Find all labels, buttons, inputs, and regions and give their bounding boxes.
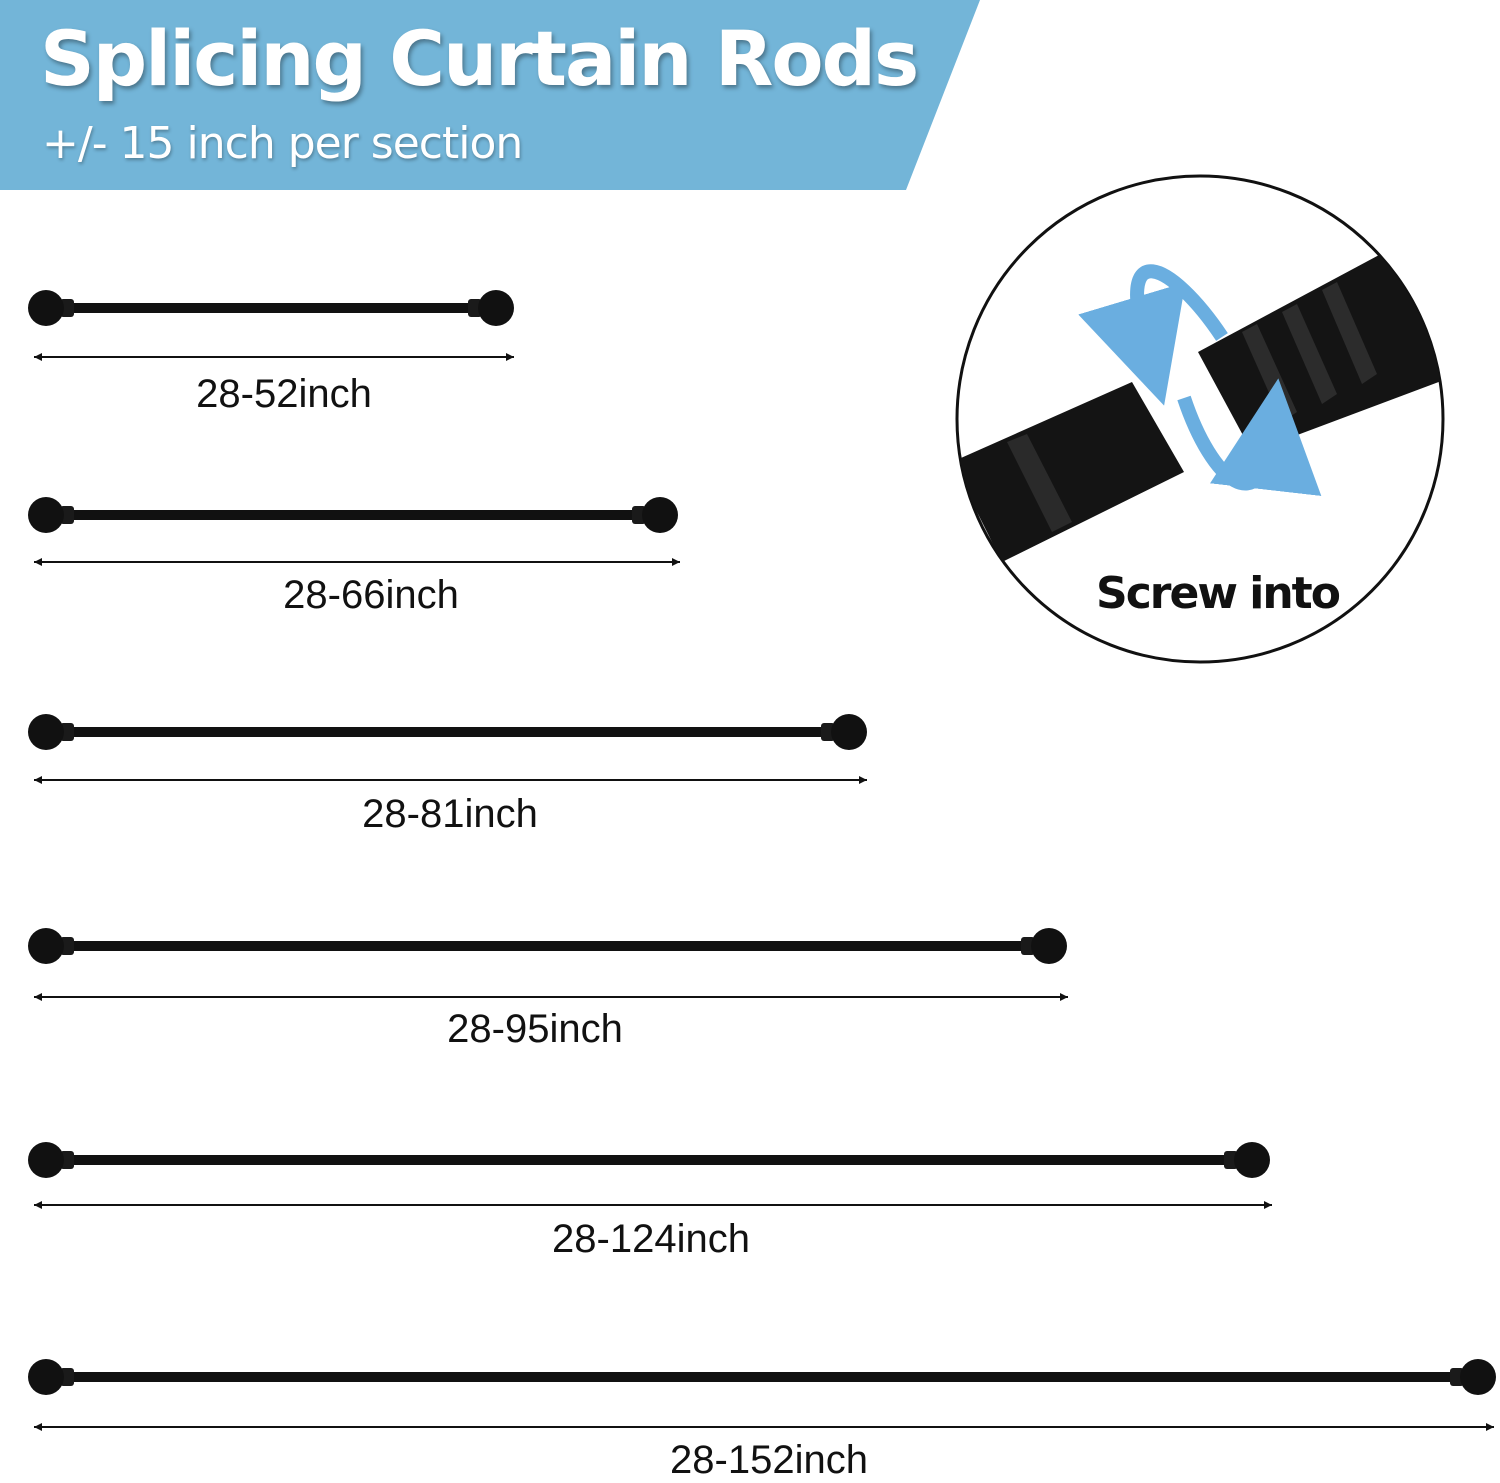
finial-right-5 <box>1234 1142 1270 1178</box>
rod-collar-left-5 <box>60 1151 74 1169</box>
rod-segment-left <box>957 382 1184 562</box>
screw-into-caption: Screw into <box>1096 568 1341 619</box>
rod-label-5: 28-124inch <box>552 1217 750 1261</box>
rod-collar-right-1 <box>468 299 482 317</box>
finial-right-2 <box>642 497 678 533</box>
dimension-arrow-right-5 <box>1264 1201 1272 1209</box>
rod-collar-left-1 <box>60 299 74 317</box>
dimension-arrow-right-2 <box>672 558 680 566</box>
finial-right-6 <box>1460 1359 1496 1395</box>
dimension-arrow-left-4 <box>34 993 42 1001</box>
rod-label-2: 28-66inch <box>283 573 459 617</box>
rod-collar-left-4 <box>60 937 74 955</box>
rod-label-6: 28-152inch <box>670 1438 868 1482</box>
dimension-arrow-right-6 <box>1486 1423 1494 1431</box>
page-title: Splicing Curtain Rods <box>40 14 919 103</box>
finial-right-1 <box>478 290 514 326</box>
rod-label-4: 28-95inch <box>447 1007 623 1051</box>
finial-right-4 <box>1031 928 1067 964</box>
rod-collar-right-2 <box>632 506 646 524</box>
banner-background <box>0 0 980 190</box>
dimension-arrow-right-4 <box>1060 993 1068 1001</box>
header-banner: Splicing Curtain Rods +/- 15 inch per se… <box>0 0 980 190</box>
rod-collar-right-6 <box>1450 1368 1464 1386</box>
finial-left-6 <box>28 1359 64 1395</box>
dimension-arrow-left-1 <box>34 353 42 361</box>
dimension-arrow-right-1 <box>506 353 514 361</box>
finial-left-1 <box>28 290 64 326</box>
rod-collar-right-3 <box>821 723 835 741</box>
dimension-arrow-left-5 <box>34 1201 42 1209</box>
finial-left-5 <box>28 1142 64 1178</box>
dimension-arrow-left-6 <box>34 1423 42 1431</box>
finial-left-2 <box>28 497 64 533</box>
finial-left-4 <box>28 928 64 964</box>
rod-label-3: 28-81inch <box>362 792 538 836</box>
rotation-arrows-icon <box>1078 264 1322 496</box>
rod-collar-right-5 <box>1224 1151 1238 1169</box>
dimension-arrow-left-2 <box>34 558 42 566</box>
finial-right-3 <box>831 714 867 750</box>
screw-detail-circle <box>955 174 1445 664</box>
rod-collar-left-6 <box>60 1368 74 1386</box>
dimension-arrow-right-3 <box>859 776 867 784</box>
rod-collar-left-2 <box>60 506 74 524</box>
rod-collar-left-3 <box>60 723 74 741</box>
page-subtitle: +/- 15 inch per section <box>42 118 523 169</box>
rod-label-1: 28-52inch <box>196 372 372 416</box>
finial-left-3 <box>28 714 64 750</box>
dimension-arrow-left-3 <box>34 776 42 784</box>
rod-collar-right-4 <box>1021 937 1035 955</box>
